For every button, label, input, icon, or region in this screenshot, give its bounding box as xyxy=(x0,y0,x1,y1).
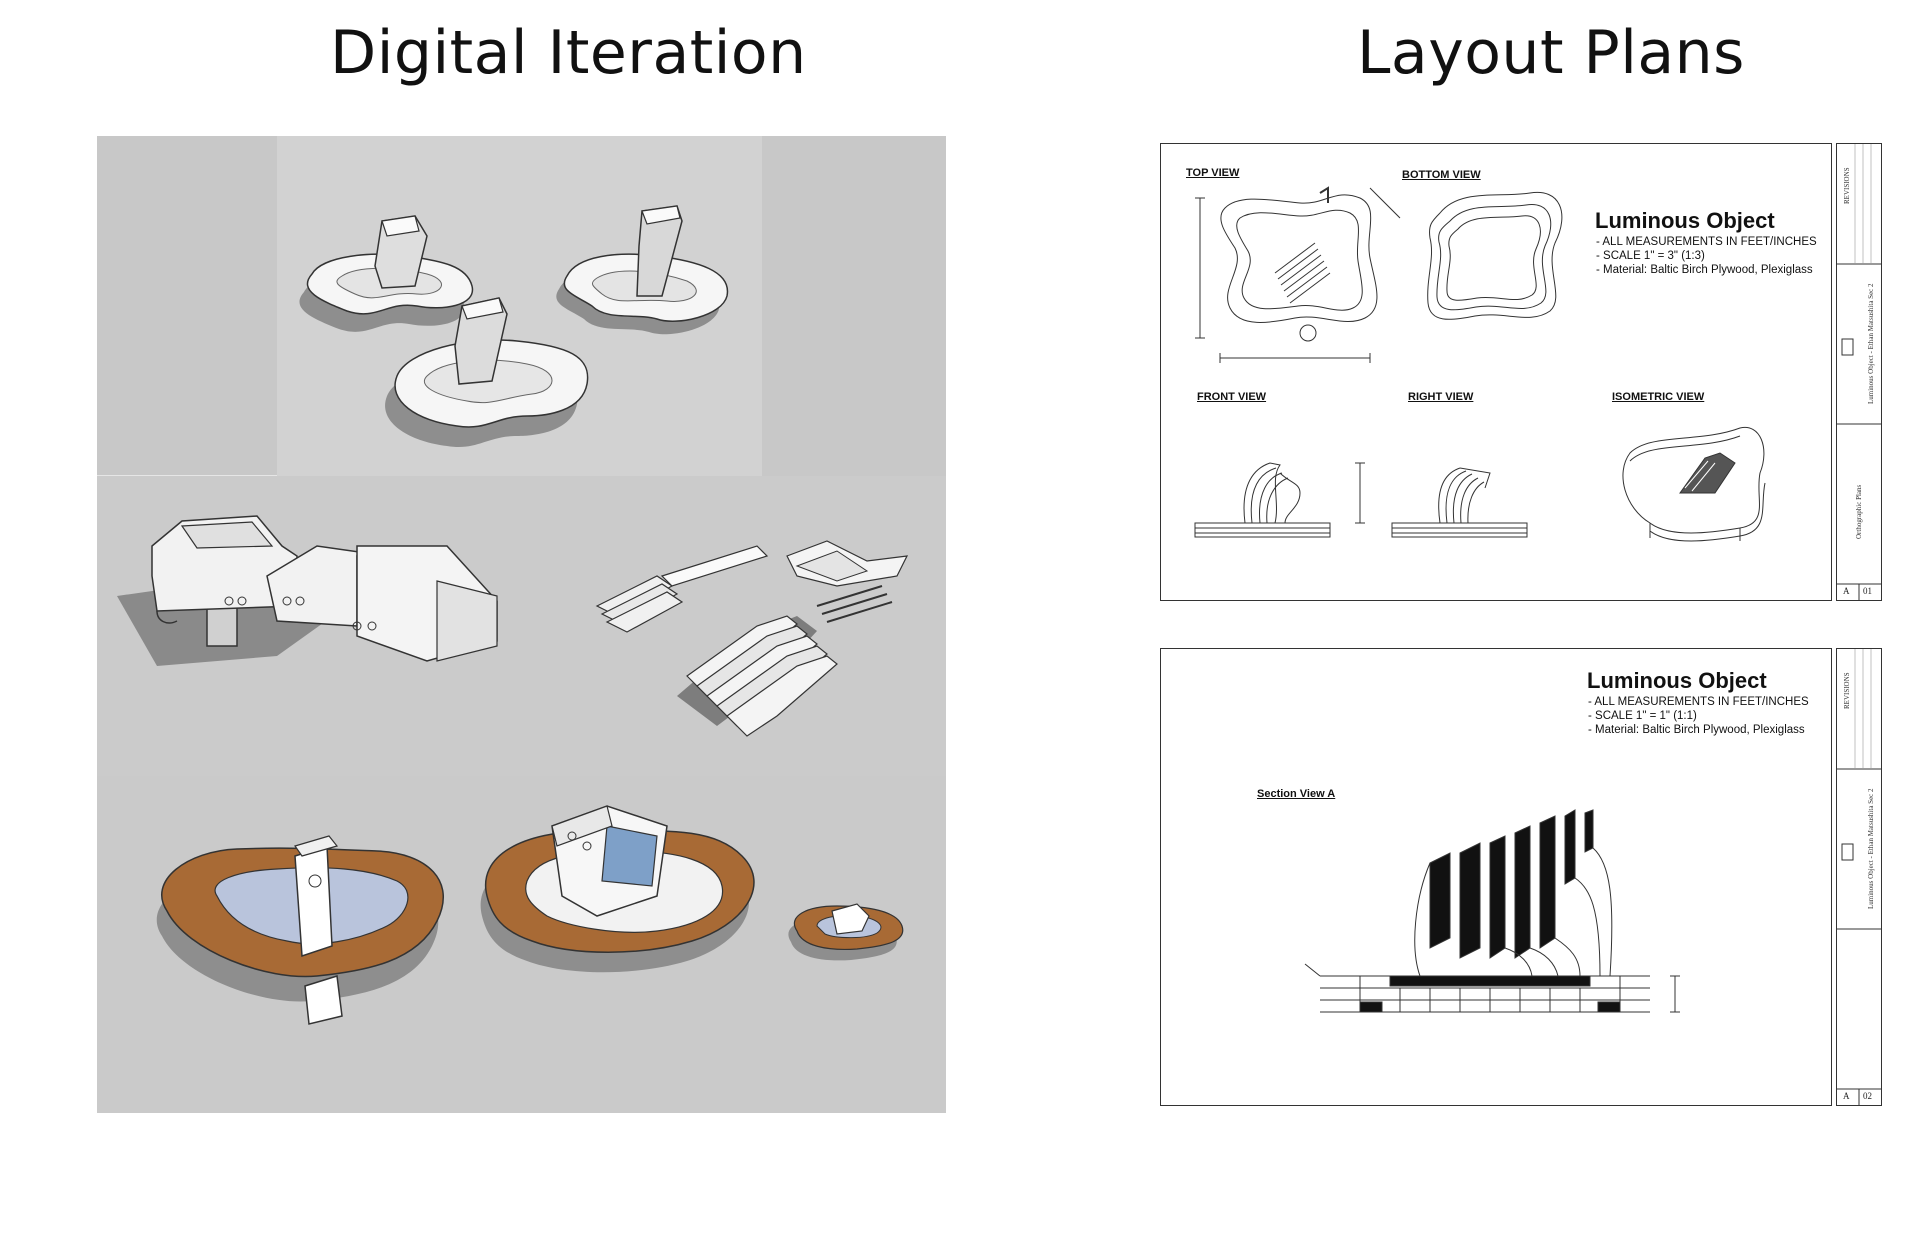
label-bottom-view: BOTTOM VIEW xyxy=(1402,169,1481,181)
render-object-large-base-center xyxy=(385,297,589,448)
sheet-02-note-3: - Material: Baltic Birch Plywood, Plexig… xyxy=(1588,724,1805,736)
sheet-01-title-block: REVISIONS Luminous Object - Ethan Matsus… xyxy=(1836,143,1882,601)
heading-digital-iteration: Digital Iteration xyxy=(330,18,807,88)
drawing-top-view xyxy=(1195,186,1401,363)
label-isometric-view: ISOMETRIC VIEW xyxy=(1612,391,1705,403)
drawing-isometric-view xyxy=(1622,426,1766,542)
label-section-view-a: Section View A xyxy=(1257,788,1336,800)
drawing-section-view xyxy=(1304,809,1680,1013)
sheet-01-revisions-label: REVISIONS xyxy=(1843,167,1851,204)
drawing-right-view xyxy=(1391,467,1528,538)
sheet-01-number: 01 xyxy=(1863,586,1872,596)
heading-layout-plans: Layout Plans xyxy=(1357,18,1745,88)
render-object-wood-base-center xyxy=(480,805,755,973)
label-top-view: TOP VIEW xyxy=(1186,167,1240,179)
render-object-slatted-forms xyxy=(595,540,909,737)
sheet-01-drawing-frame xyxy=(1160,143,1832,601)
label-right-view: RIGHT VIEW xyxy=(1408,391,1474,403)
sheet-01-drawings xyxy=(1194,186,1766,542)
drawing-front-view xyxy=(1194,462,1365,538)
drawing-bottom-view xyxy=(1427,191,1563,320)
sheet-01-sheet-name: Orthographic Plans xyxy=(1855,484,1863,539)
sheet-02-letter: A xyxy=(1843,1091,1850,1101)
sheet-02-title: Luminous Object xyxy=(1587,668,1767,693)
render-illustration xyxy=(97,136,946,1113)
sheet-02-note-2: - SCALE 1" = 1" (1:1) xyxy=(1588,710,1697,722)
sheet-02-number: 02 xyxy=(1863,1091,1872,1101)
layout-sheet-01: TOP VIEW BOTTOM VIEW FRONT VIEW RIGHT VI… xyxy=(1160,143,1890,603)
sheet-02-title-block: REVISIONS Luminous Object - Ethan Matsus… xyxy=(1836,648,1882,1106)
sheet-01-letter: A xyxy=(1843,586,1850,596)
render-object-car-forms xyxy=(117,515,498,666)
render-object-wood-base-small xyxy=(788,903,904,961)
sheet-02-note-1: - ALL MEASUREMENTS IN FEET/INCHES xyxy=(1588,696,1809,708)
layout-sheet-02: Luminous Object - ALL MEASUREMENTS IN FE… xyxy=(1160,648,1890,1108)
digital-iteration-render-panel xyxy=(97,136,946,1113)
sheet-01-project-name: Luminous Object - Ethan Matsushita Sec 2 xyxy=(1867,283,1875,404)
render-object-small-base-right xyxy=(556,205,729,335)
sheet-01-note-3: - Material: Baltic Birch Plywood, Plexig… xyxy=(1596,264,1813,276)
sheet-02-revisions-label: REVISIONS xyxy=(1843,672,1851,709)
sheet-01-note-2: - SCALE 1" = 3" (1:3) xyxy=(1596,250,1705,262)
render-object-wood-base-left xyxy=(156,835,444,1025)
render-object-small-base-left xyxy=(299,215,474,332)
label-front-view: FRONT VIEW xyxy=(1197,391,1267,403)
sheet-01-note-1: - ALL MEASUREMENTS IN FEET/INCHES xyxy=(1596,236,1817,248)
sheet-01-title: Luminous Object xyxy=(1595,208,1775,233)
sheet-02-project-name: Luminous Object - Ethan Matsushita Sec 2 xyxy=(1867,788,1875,909)
